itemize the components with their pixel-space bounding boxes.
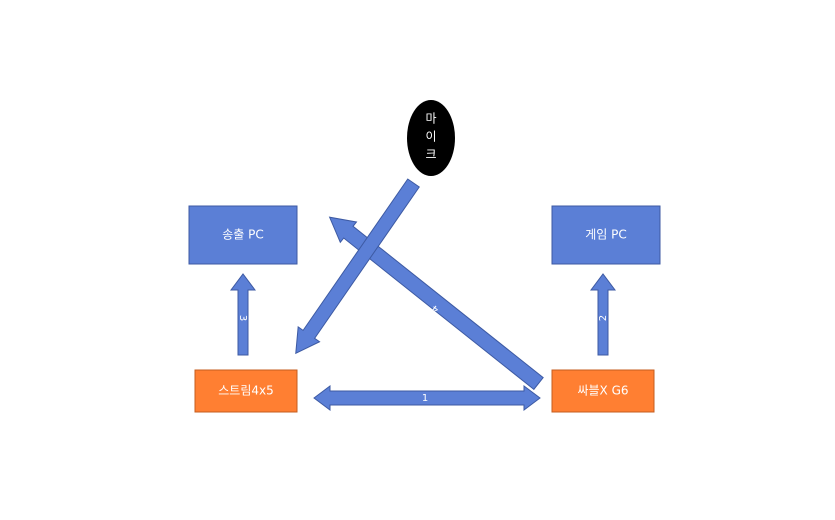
arrow-mic-to-streamer-shape: [295, 178, 420, 355]
arrow-capture-to-game-pc: 2: [590, 273, 616, 356]
node-broadcast-pc-label: 송출 PC: [222, 228, 264, 242]
arrow-capture-to-broadcast-pc: 4: [328, 216, 544, 391]
node-mic: 마 이 크: [407, 100, 455, 176]
node-streamer-label: 스트림4x5: [218, 384, 274, 398]
arrow-streamer-to-broadcast-shape: [230, 273, 256, 356]
arrow-capture-to-game-shape: [590, 273, 616, 356]
node-streamer: 스트림4x5: [194, 369, 298, 413]
node-mic-label-line-1: 마: [425, 112, 436, 126]
node-capture-card: 싸블X G6: [551, 369, 655, 413]
arrow-streamer-capture-shape: [313, 385, 541, 411]
arrow-label-2: 2: [598, 315, 609, 321]
node-capture-card-box: [551, 369, 655, 413]
arrow-label-1: 1: [422, 393, 428, 404]
node-broadcast-pc-box: [188, 205, 298, 265]
node-streamer-box: [194, 369, 298, 413]
arrow-label-4: 4: [429, 302, 441, 315]
node-broadcast-pc: 송출 PC: [188, 205, 298, 265]
node-game-pc: 게임 PC: [551, 205, 661, 265]
arrow-capture-to-broadcast-shape: [328, 216, 544, 391]
arrow-label-3: 3: [237, 315, 248, 321]
arrow-streamer-capture-bidirectional: 1: [313, 385, 541, 411]
node-mic-label-line-3: 크: [425, 148, 436, 162]
node-capture-card-label: 싸블X G6: [577, 384, 628, 398]
node-game-pc-label: 게임 PC: [585, 228, 627, 242]
node-game-pc-box: [551, 205, 661, 265]
arrow-streamer-to-broadcast-pc: 3: [230, 273, 256, 356]
node-mic-label-line-2: 이: [425, 130, 436, 144]
arrow-mic-to-streamer: [295, 178, 420, 355]
node-mic-ellipse: [407, 100, 455, 176]
